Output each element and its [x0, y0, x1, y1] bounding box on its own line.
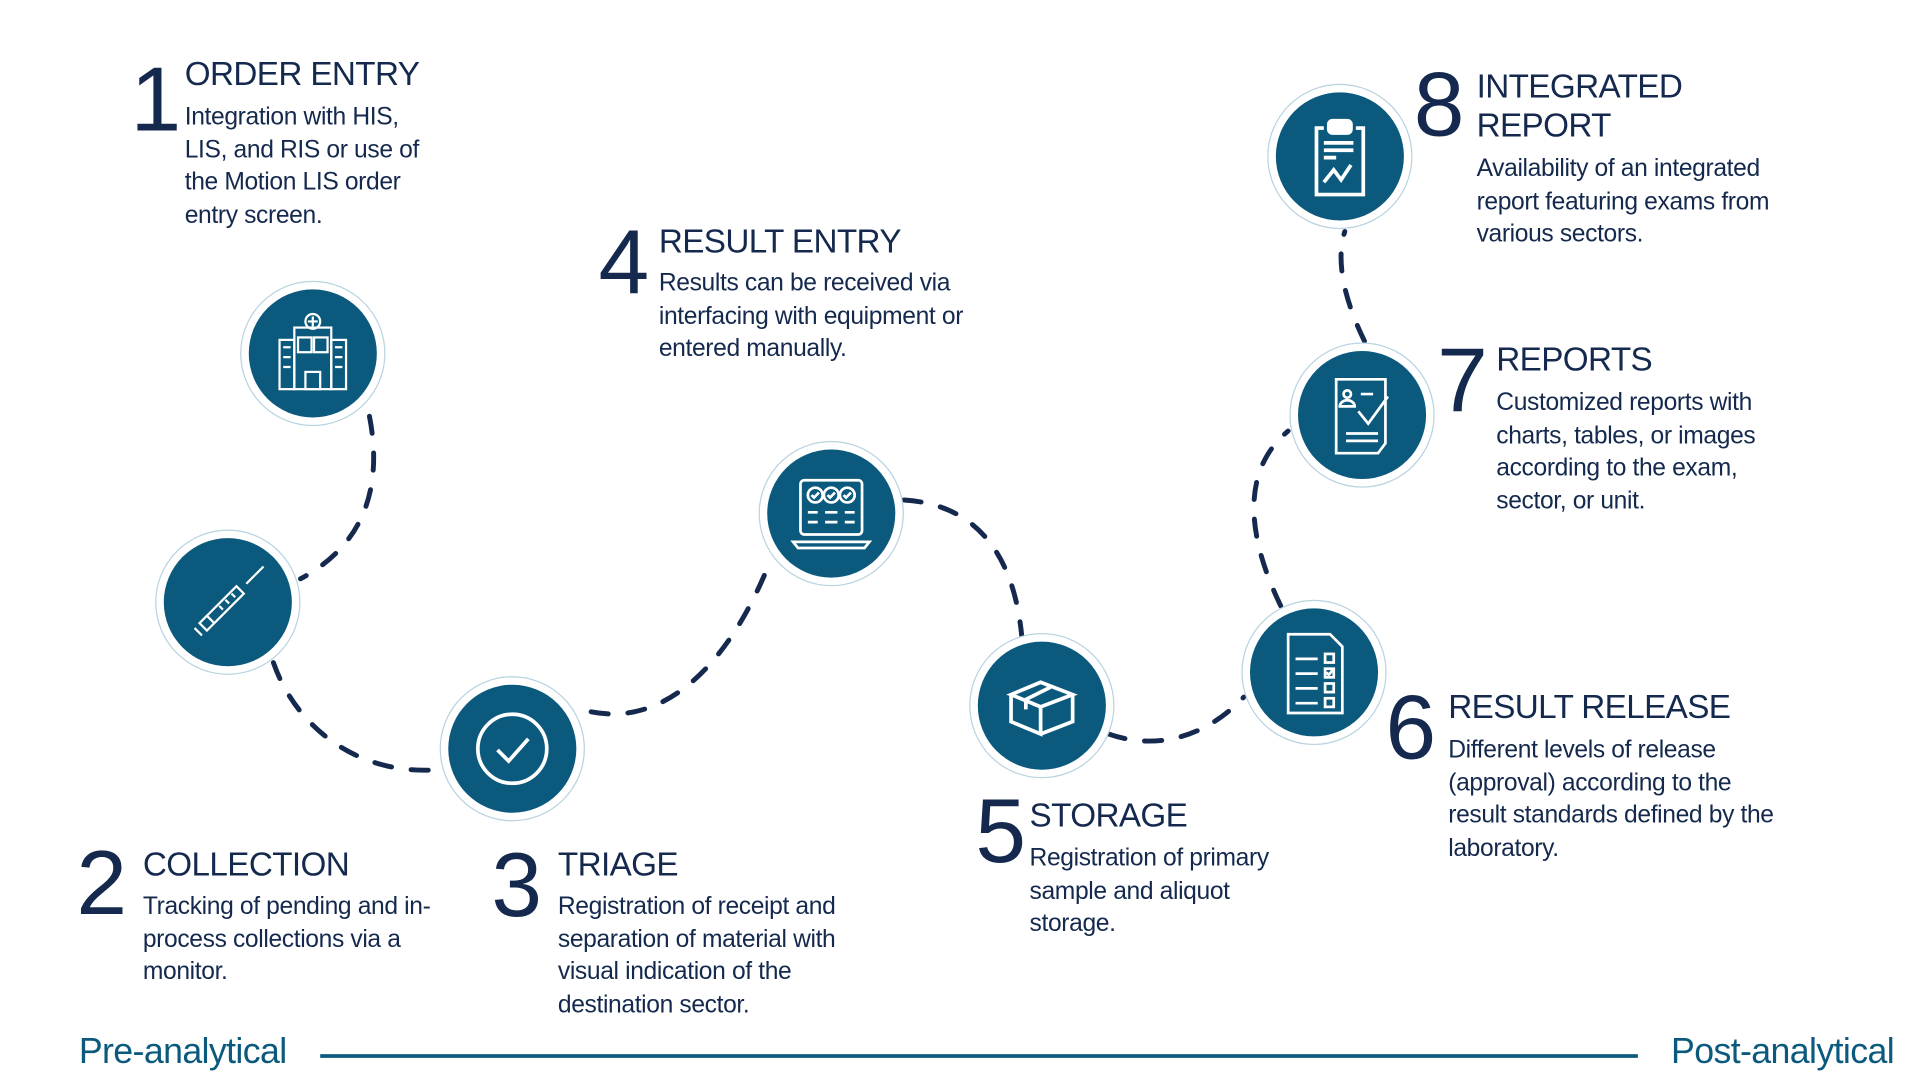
step-5-icon-circle — [969, 632, 1115, 779]
step-8-icon-circle — [1267, 83, 1413, 230]
step-3-title: TRIAGE — [557, 846, 679, 883]
step-6-icon-circle — [1241, 599, 1387, 746]
step-4-title: RESULT ENTRY — [658, 222, 902, 260]
phase-axis-line — [320, 1054, 1638, 1058]
step-8-number: 8 — [1413, 52, 1465, 156]
step-4-description: Results can be received via interfacing … — [658, 269, 964, 363]
laptop-checklist-icon — [790, 478, 873, 550]
step-7-title: REPORTS — [1496, 341, 1653, 379]
step-4-number: 4 — [598, 210, 650, 313]
step-2-icon-circle — [155, 529, 301, 675]
post-analytical-label: Post-analytical — [1671, 1031, 1895, 1072]
step-8-description: Availability of an integrated report fea… — [1476, 155, 1770, 248]
step-1-icon-circle — [240, 280, 386, 427]
syringe-icon — [193, 565, 265, 637]
step-7-icon-circle — [1289, 342, 1435, 488]
box-icon — [1006, 680, 1078, 737]
check-circle-icon — [475, 712, 549, 786]
step-5-description: Registration of primary sample and aliqu… — [1029, 844, 1270, 938]
report-check-icon — [1334, 377, 1389, 455]
hospital-icon — [278, 312, 348, 391]
step-3-number: 3 — [491, 833, 542, 936]
step-1-title: ORDER ENTRY — [184, 55, 420, 93]
step-5-number: 5 — [975, 779, 1026, 882]
pre-analytical-label: Pre-analytical — [78, 1031, 287, 1072]
step-3-description: Registration of receipt and separation o… — [557, 892, 836, 1018]
step-5-title: STORAGE — [1029, 796, 1188, 834]
checklist-document-icon — [1286, 632, 1344, 715]
step-2-title: COLLECTION — [142, 846, 350, 883]
step-6-description: Different levels of release (approval) a… — [1448, 736, 1774, 862]
step-2-description: Tracking of pending and in-process colle… — [142, 892, 431, 986]
step-2-number: 2 — [76, 831, 127, 934]
step-8-title: INTEGRATED REPORT — [1476, 67, 1683, 145]
step-4-icon-circle — [758, 440, 904, 587]
step-7-description: Customized reports with charts, tables, … — [1496, 389, 1756, 515]
step-1-description: Integration with HIS, LIS, and RIS or us… — [184, 103, 420, 229]
step-6-number: 6 — [1385, 676, 1436, 779]
step-1-number: 1 — [130, 48, 182, 151]
step-6-title: RESULT RELEASE — [1448, 688, 1731, 726]
step-7-number: 7 — [1437, 328, 1488, 432]
clipboard-chart-icon — [1314, 118, 1366, 197]
step-3-icon-circle — [439, 676, 585, 822]
